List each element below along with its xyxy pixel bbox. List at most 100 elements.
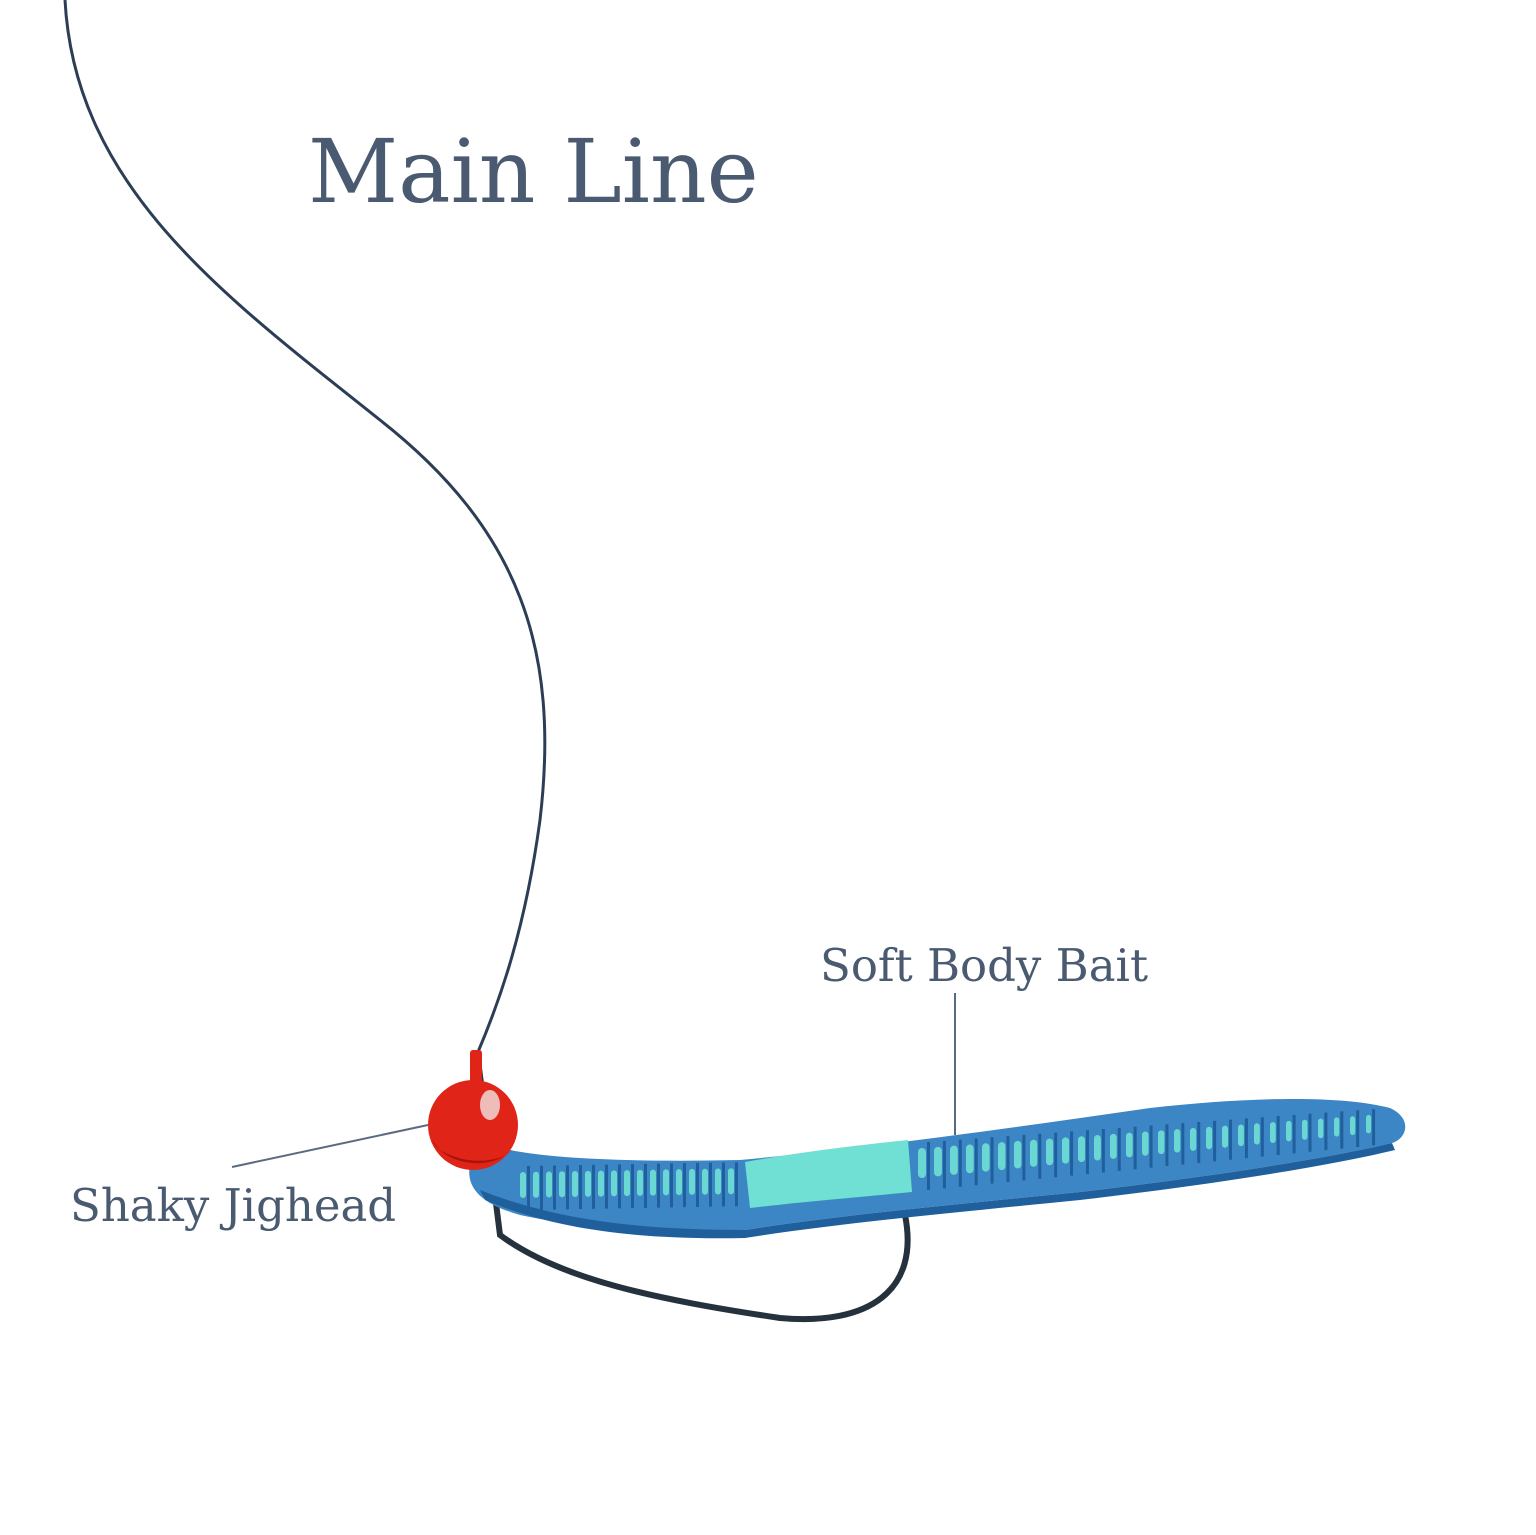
bait-rib-groove [1101, 1129, 1105, 1173]
bait-rib [1254, 1123, 1260, 1145]
jighead-leader-line [231, 1124, 429, 1168]
bait-rib [1302, 1119, 1308, 1140]
red-ball-jighead-icon [428, 1050, 518, 1170]
bait-rib-groove [618, 1164, 621, 1209]
bait-rib-groove [1213, 1120, 1217, 1162]
bait-rib [1270, 1122, 1276, 1143]
hook-icon [475, 1057, 911, 1322]
bait-rib [1142, 1131, 1149, 1156]
bait-rib [715, 1168, 721, 1195]
bait-rib-groove [1229, 1119, 1233, 1160]
bait-rib-groove [990, 1137, 994, 1184]
bait-rib [637, 1169, 643, 1196]
bait-rib-groove [722, 1162, 725, 1207]
bait-rib-groove [1292, 1114, 1296, 1154]
jighead-ball [428, 1080, 518, 1170]
bait-rib [1174, 1129, 1181, 1153]
bait-ribs [520, 1109, 1376, 1210]
bait-rib-groove [958, 1139, 962, 1187]
bait-rib-groove [540, 1165, 543, 1210]
bait-rib [624, 1170, 630, 1197]
bait-rib [702, 1168, 708, 1195]
bait-rib-groove [683, 1163, 686, 1208]
bait-rib [1366, 1115, 1372, 1134]
bait-rib [1014, 1140, 1022, 1169]
bait-rib-groove [1117, 1127, 1121, 1171]
bait-rib [689, 1168, 695, 1195]
bait-rib [982, 1143, 990, 1172]
bait-rib-groove [657, 1163, 660, 1208]
bait-rib-groove [1133, 1126, 1137, 1170]
bait-rib [1318, 1118, 1324, 1139]
bait-rib-groove [579, 1165, 582, 1210]
bait-rib [572, 1171, 578, 1198]
bait-rib [650, 1169, 656, 1196]
bait-rib-groove [1054, 1132, 1058, 1178]
bait-rib [728, 1168, 734, 1195]
bait-rib-groove [974, 1138, 978, 1186]
bait-rib [966, 1144, 974, 1174]
bait-rib [520, 1172, 526, 1198]
bait-rib [1046, 1138, 1054, 1166]
bait-rib [676, 1169, 682, 1196]
bait-rib [1062, 1137, 1070, 1164]
bait-rib-groove [696, 1162, 699, 1207]
bait-rib-groove [735, 1162, 738, 1207]
bait-rib [1238, 1124, 1244, 1147]
bait-rib-groove [1372, 1109, 1376, 1146]
bait-rib [1094, 1135, 1101, 1161]
bait-rib-groove [1070, 1131, 1074, 1176]
bait-collar [745, 1140, 912, 1208]
bait-rib [1286, 1120, 1292, 1142]
bait-rib [1206, 1126, 1213, 1150]
bait-rib [1334, 1117, 1340, 1137]
jighead-shade [432, 1140, 512, 1164]
soft-body-bait-label: Soft Body Bait [820, 939, 1149, 992]
bait-rib [998, 1142, 1006, 1171]
shaky-jighead-label: Shaky Jighead [70, 1179, 397, 1232]
bait-rib-groove [1324, 1112, 1328, 1151]
bait-rib-groove [592, 1164, 595, 1209]
bait-rib-groove [1308, 1113, 1312, 1152]
bait-rib [934, 1146, 942, 1177]
bait-rib-groove [927, 1142, 930, 1190]
bait-rib-groove [942, 1140, 946, 1189]
bait-rib-groove [644, 1163, 647, 1208]
bait-rib [546, 1171, 552, 1198]
bait-rib [1222, 1125, 1229, 1148]
bait-rib [585, 1170, 591, 1197]
bait-rib-groove [1197, 1121, 1201, 1163]
bait-rib-groove [1260, 1117, 1264, 1157]
main-line [63, 0, 547, 1053]
main-line-label: Main Line [308, 120, 759, 223]
bait-rib-groove [1244, 1118, 1248, 1159]
bait-rib-groove [527, 1166, 530, 1210]
bait-rib-groove [566, 1165, 569, 1210]
bait-rib [918, 1148, 926, 1178]
bait-rib [559, 1171, 565, 1198]
bait-rib [1190, 1127, 1197, 1151]
bait-rib-groove [553, 1165, 556, 1210]
bait-rib [1078, 1136, 1085, 1163]
jighead-highlight [480, 1090, 500, 1120]
bait-rib [611, 1170, 617, 1197]
bait-rib-groove [1165, 1124, 1169, 1167]
bait-rib-groove [1340, 1111, 1344, 1149]
bait-rib [598, 1170, 604, 1197]
bait-rib-groove [1085, 1130, 1089, 1175]
bait-rib [533, 1171, 539, 1198]
bait-rib [1110, 1133, 1117, 1159]
bait-rib-groove [1038, 1133, 1042, 1179]
bait-rib [1158, 1130, 1165, 1155]
bait-rib-groove [631, 1164, 634, 1209]
bait-rib-groove [605, 1164, 608, 1209]
bait-rib-groove [1006, 1136, 1010, 1183]
bait-rib-groove [1022, 1134, 1026, 1181]
blue-worm-bait-icon [469, 1098, 1406, 1239]
bait-rib [950, 1145, 958, 1175]
bait-rib [1126, 1132, 1133, 1158]
bait-rib [663, 1169, 669, 1196]
bait-rib-groove [709, 1162, 712, 1207]
